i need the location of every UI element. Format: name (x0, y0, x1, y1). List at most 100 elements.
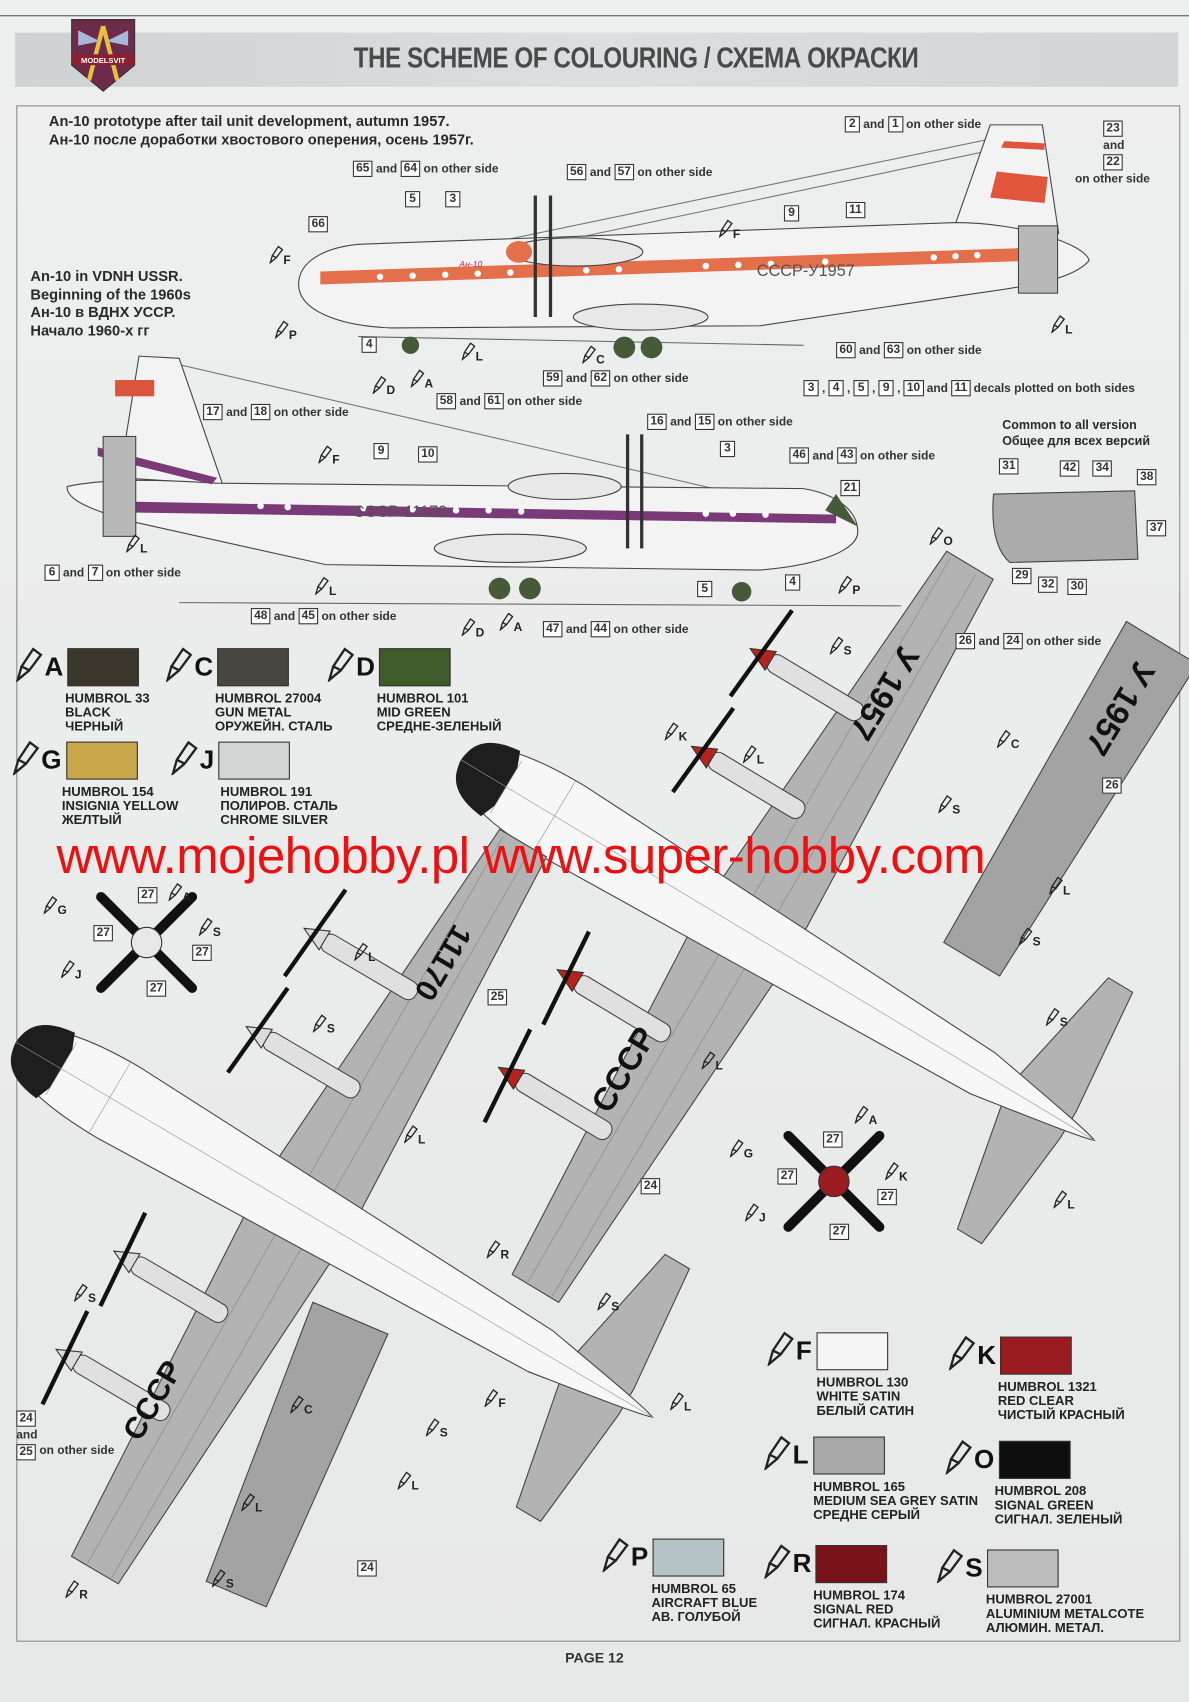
paint-ref: D (461, 618, 484, 640)
color-chip (812, 1436, 885, 1475)
paint-ref-letter: L (328, 585, 337, 599)
brush-icon (945, 1440, 973, 1480)
paint-ref-letter: A (182, 891, 192, 905)
brush-icon (484, 1388, 499, 1411)
decal-number: 47 (542, 621, 563, 638)
decal-number: 4 (361, 336, 377, 353)
paint-ref-letter: S (326, 1022, 335, 1036)
decal-callout: 27 (137, 887, 158, 904)
brush-icon (996, 729, 1011, 752)
brush-icon (211, 1569, 226, 1591)
other-side-label: on other side (613, 622, 689, 636)
paint-ref-letter: L (1067, 1198, 1075, 1212)
paint-line: ПОЛИРОВ. СТАЛЬ (220, 798, 338, 814)
fuselage-detail (992, 490, 1139, 563)
brush-icon (43, 896, 58, 918)
paint-ref: D (372, 375, 396, 398)
paint-line: HUMBROL 65 (651, 1580, 736, 1597)
decal-number: 9 (878, 380, 894, 397)
paint-ref-letter: D (386, 384, 396, 398)
propeller-diagram-2 (788, 1136, 879, 1227)
brush-icon (729, 1139, 744, 1161)
decal-number: 11 (951, 380, 971, 397)
decal-number: 3 (803, 380, 819, 397)
paint-ref: S (312, 1014, 335, 1036)
paint-ref: L (669, 1392, 692, 1414)
paint-line: HUMBROL 154 (61, 783, 154, 800)
and-label: and (226, 405, 248, 419)
decal-callout: 5 (697, 580, 713, 598)
paint-code: J (199, 745, 215, 775)
decal-callout: 10 (418, 446, 438, 463)
caption-vdnh: An-10 in VDNH USSR. Beginning of the 196… (30, 268, 190, 340)
color-chip (218, 741, 291, 780)
paint-ref-letter: L (255, 1501, 263, 1515)
decal-callout: 38 (1136, 469, 1157, 486)
decal-number: 3 (719, 440, 736, 458)
brush-icon (936, 1548, 964, 1588)
decal-callout: 11 (845, 201, 865, 219)
brush-icon (718, 219, 733, 241)
color-chip (987, 1549, 1059, 1588)
and-label: and (1103, 138, 1125, 153)
color-chip (379, 648, 451, 687)
brush-icon (742, 745, 757, 767)
other-side-label: on other side (717, 415, 793, 429)
paint-line: HUMBROL 174 (813, 1587, 905, 1603)
paint-line: WHITE SATIN (816, 1388, 901, 1404)
brush-icon (1053, 1190, 1068, 1212)
paint-line: СРЕДНЕ СЕРЫЙ (813, 1507, 920, 1523)
top-rule (0, 15, 1189, 17)
watermark: www.mojehobby.pl www.super-hobby.com (56, 826, 986, 884)
decal-number: 24 (16, 1410, 37, 1427)
paint-ref-letter: S (611, 1300, 620, 1314)
paint-code: S (965, 1553, 983, 1583)
brush-icon (372, 375, 387, 398)
brush-icon (425, 1418, 440, 1440)
brush-icon (1045, 1007, 1060, 1030)
paint-ref: O (929, 526, 953, 548)
paint-ref: L (1050, 315, 1073, 337)
content-frame (16, 105, 1181, 1642)
paint-ref: K (664, 722, 687, 744)
brush-icon (499, 612, 514, 634)
decal-number: 27 (146, 980, 167, 997)
other-side-label: on other side (321, 609, 397, 623)
side-view-vdnh: СССР-11170 (66, 355, 902, 607)
paint-ref-letter: C (596, 353, 605, 368)
brush-icon (1050, 315, 1066, 337)
paint-line: HUMBROL 191 (220, 783, 313, 800)
decal-callout: 25 (487, 989, 508, 1006)
page-number: PAGE 12 (565, 1649, 624, 1666)
paint-ref: A (410, 369, 433, 391)
paint-ref: L (1053, 1190, 1075, 1212)
decal-callout: 9 (783, 205, 800, 222)
paint-ref-letter: L (1065, 323, 1073, 337)
brush-icon (838, 575, 853, 597)
decal-number: 24 (640, 1178, 661, 1195)
brush-icon (125, 534, 140, 556)
decal-number: 27 (137, 887, 158, 904)
decal-number: 31 (998, 458, 1019, 475)
other-side-label: on other side (273, 405, 349, 419)
brush-icon (198, 917, 213, 940)
paint-ref: L (461, 342, 483, 364)
registration-11170: СССР-11170 (353, 503, 447, 521)
decal-callout: 34 (1092, 460, 1113, 477)
separator: , (821, 381, 826, 395)
decal-number: 57 (614, 163, 635, 181)
other-side-label: on other side (906, 343, 982, 357)
paint-ref-letter: L (684, 1400, 692, 1414)
brush-icon (701, 1051, 716, 1073)
paint-ref-letter: S (439, 1426, 448, 1440)
paint-ref: J (60, 960, 82, 982)
decal-number: 44 (590, 621, 611, 638)
decal-number: 48 (250, 608, 271, 625)
paint-ref-letter: L (1062, 884, 1071, 898)
paint-ref-letter: L (475, 350, 483, 364)
